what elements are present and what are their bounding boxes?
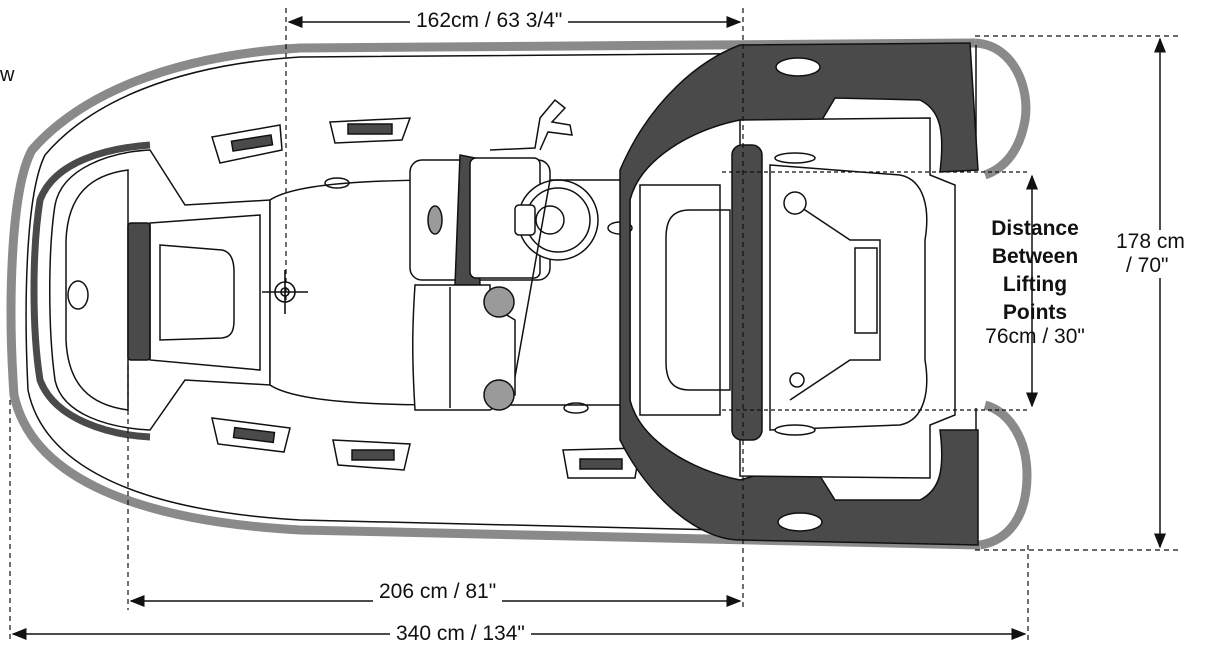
stern-cleat-bottom: [774, 424, 816, 436]
overall-length-label: 340 cm / 134": [390, 622, 531, 646]
extension-lines: [9, 8, 1180, 640]
engine-mount: [854, 247, 878, 334]
helm-console: [409, 98, 573, 286]
stern-seat: [639, 184, 721, 416]
bow-hatch: [159, 244, 235, 341]
beam-dimension-label: 162cm / 63 3/4": [410, 9, 569, 33]
bow-cushion: [127, 222, 151, 361]
tube-top: [974, 38, 1031, 180]
tube-bottom: [979, 400, 1032, 550]
stern-drain-bottom: [789, 372, 805, 388]
stern-drain-top: [783, 191, 807, 215]
inner-length-label: 206 cm / 81": [373, 580, 503, 604]
seat-cushion: [412, 284, 516, 411]
stern-seat-inner: [665, 209, 731, 391]
height-dimension-line2: / 70": [1122, 254, 1173, 278]
bow-anchor-locker: [149, 214, 261, 371]
bow-drain: [67, 280, 89, 310]
logo-badge-bottom: [777, 512, 823, 532]
stern-cleat-top: [774, 152, 816, 164]
lift-title-4: Points: [1002, 301, 1068, 324]
lift-title-2: Between: [991, 245, 1079, 268]
bow-outer-trim: [30, 141, 151, 441]
transom-cushion: [731, 144, 763, 441]
steering-wheel-icon: [514, 179, 599, 261]
deck-cleat-top: [324, 177, 350, 189]
logo-badge-top: [775, 57, 821, 77]
engine-well: [769, 164, 928, 431]
center-of-gravity-icon: [262, 270, 308, 314]
hull-inner-line: [25, 51, 976, 537]
engine-bracket: [789, 199, 881, 401]
lift-value: 76cm / 30": [985, 325, 1085, 348]
lifting-points-label: Distance Between Lifting Points 76cm / 3…: [960, 215, 1110, 351]
lift-title-1: Distance: [991, 217, 1079, 240]
bow-seat-shape: [65, 169, 129, 411]
handle-pads: [211, 117, 641, 479]
side-label-fragment: w: [0, 64, 15, 86]
hull-outline: [6, 38, 981, 550]
lift-title-3: Lifting: [1002, 273, 1068, 296]
deck-cleat-bottom: [563, 402, 589, 414]
height-dimension-line1: 178 cm: [1112, 230, 1189, 254]
